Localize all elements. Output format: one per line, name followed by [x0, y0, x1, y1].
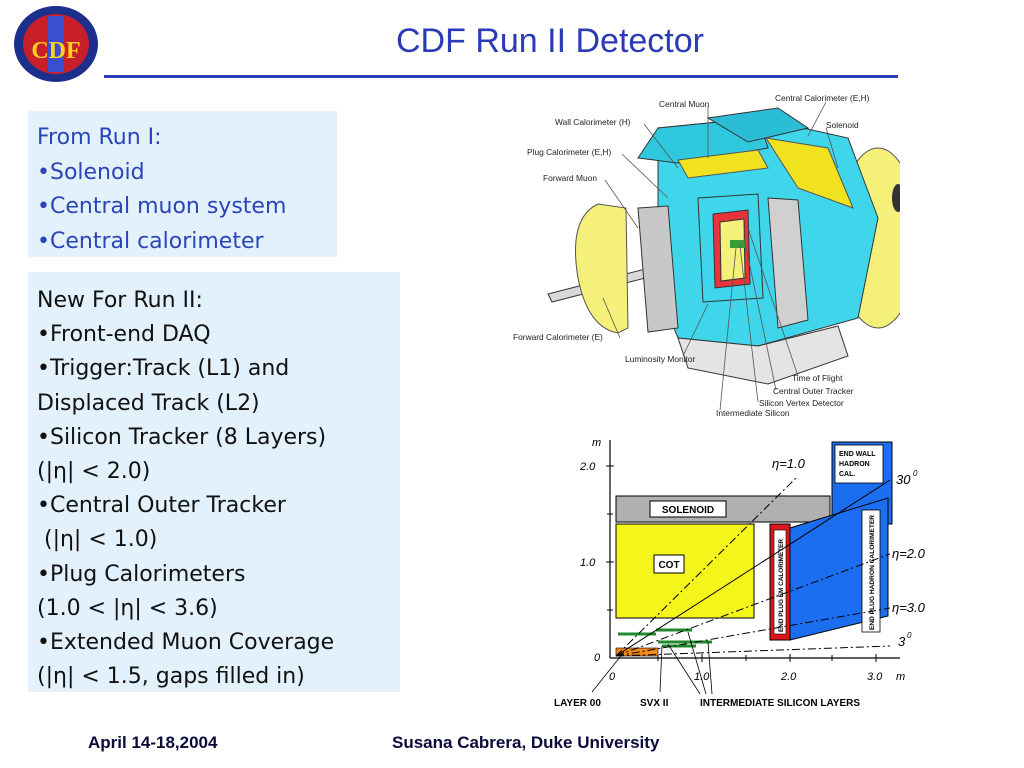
run2-line: (|η| < 1.0): [37, 527, 158, 553]
run2-line: •Front-end DAQ: [37, 322, 211, 348]
layer00-label: LAYER 00: [554, 698, 601, 709]
y-tick: 1.0: [580, 557, 596, 569]
plug-hadron-label-box: [861, 509, 881, 633]
svx-label: SVX II: [640, 698, 669, 709]
end-wall-left: [637, 205, 679, 333]
solenoid-label: SOLENOID: [662, 505, 714, 516]
label-silicon-vertex-detector: Silicon Vertex Detector: [759, 398, 844, 408]
label-central-calorimeter: Central Calorimeter (E,H): [775, 93, 870, 103]
y-tick: 2.0: [579, 461, 596, 473]
plug-cal-top: [677, 149, 769, 179]
angle-30-degree: 0: [913, 469, 918, 478]
run1-heading: From Run I:: [37, 125, 162, 150]
end-wall-label: END WALL HADRON CAL.: [839, 451, 876, 478]
run2-line: •Trigger:Track (L1) and: [37, 356, 290, 382]
end-wall-line: CAL.: [839, 471, 855, 478]
logo-text: CDF: [31, 38, 80, 64]
label-time-of-flight: Time of Flight: [792, 373, 843, 383]
detector-label-group: Central Muon Central Calorimeter (E,H) W…: [513, 93, 870, 418]
central-muon-top: [706, 107, 810, 143]
y-tick: 0: [594, 652, 601, 664]
leader-lines: [602, 101, 839, 411]
logo-numeral-bar: [48, 16, 64, 72]
run2-box: New For Run II: •Front-end DAQ •Trigger:…: [28, 272, 400, 692]
run1-box: From Run I: •Solenoid •Central muon syst…: [28, 111, 337, 257]
run2-line: New For Run II:: [37, 288, 203, 313]
run2-line: (|η| < 1.5, gaps filled in): [37, 664, 305, 690]
plug-em-label: END PLUG EM CALORIMETER: [778, 539, 785, 632]
isl-label: INTERMEDIATE SILICON LAYERS: [700, 698, 860, 709]
label-wall-calorimeter: Wall Calorimeter (H): [555, 117, 631, 127]
cdf-logo: CDF: [14, 6, 98, 82]
far-plug-hub: [892, 184, 900, 212]
angle-30-label: 30: [896, 472, 911, 487]
run2-line: Displaced Track (L2): [37, 390, 260, 416]
angle-3-label: 3: [898, 634, 906, 649]
eta-10-label: η=1.0: [772, 456, 806, 471]
end-wall-line: END WALL: [839, 451, 876, 458]
plug-em-label-box: [773, 529, 787, 635]
run2-line: •Silicon Tracker (8 Layers): [37, 424, 327, 450]
eta-20-label: η=2.0: [892, 546, 926, 561]
run2-line: (1.0 < |η| < 3.6): [37, 595, 218, 621]
run1-item: •Solenoid: [37, 159, 145, 185]
x-tick: 1.0: [694, 671, 710, 683]
central-cal-wedge: [764, 137, 854, 209]
page-title: CDF Run II Detector: [396, 22, 704, 60]
y-unit: m: [592, 437, 601, 449]
run2-line: •Plug Calorimeters: [37, 561, 246, 587]
label-forward-muon: Forward Muon: [543, 173, 597, 183]
end-wall-label-box: [834, 444, 884, 484]
eta-30-label: η=3.0: [892, 600, 926, 615]
label-solenoid: Solenoid: [826, 120, 859, 130]
x-tick: 3.0: [867, 671, 883, 683]
label-forward-calorimeter: Forward Calorimeter (E): [513, 332, 603, 342]
x-unit: m: [896, 671, 905, 683]
run2-line: •Extended Muon Coverage: [37, 630, 335, 656]
end-wall-right: [767, 197, 809, 329]
detector-illustration: Central Muon Central Calorimeter (E,H) W…: [513, 93, 900, 418]
solenoid-label-box: [649, 500, 727, 518]
footer-author: Susana Cabrera, Duke University: [392, 733, 660, 752]
run2-line: (|η| < 2.0): [37, 459, 151, 485]
bottom-labels: LAYER 00 SVX II INTERMEDIATE SILICON LAY…: [554, 698, 860, 709]
cot-label: COT: [658, 560, 679, 571]
cot-inner: [719, 218, 746, 282]
x-tick: 2.0: [780, 671, 797, 683]
plug-hadron-label: END PLUG HADRON CALORIMETER: [869, 515, 876, 630]
axis-labels: m 2.0 1.0 0 0 1.0 2.0 3.0 m: [579, 437, 905, 683]
axis-tick-marks: [606, 465, 877, 662]
cot-label-box: [653, 554, 685, 574]
end-wall-line: HADRON: [839, 461, 870, 468]
quarter-view-schematic: m 2.0 1.0 0 0 1.0 2.0 3.0 m SOLENOID COT…: [554, 437, 926, 709]
cot-region: [615, 523, 755, 619]
run1-item: •Central calorimeter: [37, 228, 264, 254]
label-central-muon: Central Muon: [659, 99, 710, 109]
label-central-outer-tracker: Central Outer Tracker: [773, 386, 854, 396]
title-underline: [104, 75, 898, 78]
angle-3-degree: 0: [907, 631, 912, 640]
label-plug-calorimeter: Plug Calorimeter (E,H): [527, 147, 611, 157]
label-luminosity-monitor: Luminosity Monitor: [625, 354, 695, 364]
x-tick: 0: [609, 671, 616, 683]
angle-30-line: [615, 479, 891, 657]
bottom-leaders: [591, 631, 713, 695]
forward-cal-disc: [575, 203, 629, 334]
detector-drawing: [547, 107, 900, 385]
eta-labels: η=1.0 η=2.0 η=3.0 30 0 3 0: [772, 456, 926, 649]
run2-line: •Central Outer Tracker: [37, 493, 286, 519]
footer-date: April 14-18,2004: [88, 733, 218, 752]
run1-item: •Central muon system: [37, 194, 287, 219]
label-intermediate-silicon: Intermediate Silicon: [716, 408, 790, 418]
eta-lines: [615, 477, 891, 657]
silicon-core: [730, 240, 746, 248]
base: [677, 325, 849, 385]
